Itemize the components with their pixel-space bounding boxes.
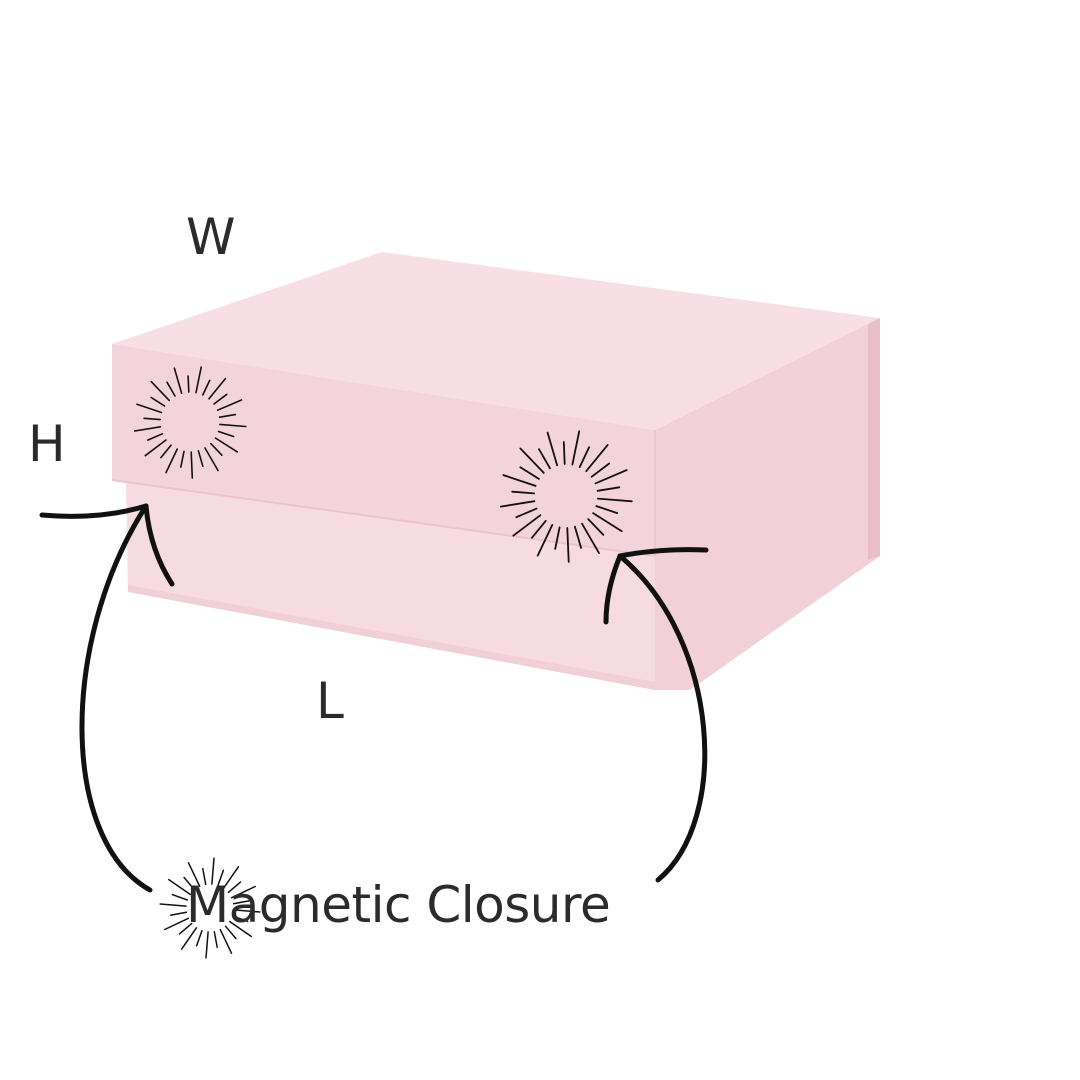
sunburst-ray (211, 857, 215, 885)
sunburst-ray (566, 527, 570, 563)
sunburst-ray (500, 500, 536, 508)
sunburst-ray (208, 377, 227, 400)
sunburst-ray (209, 442, 223, 457)
sunburst-ray (146, 433, 164, 441)
sunburst-ray (219, 423, 247, 428)
sunburst-ray (519, 447, 545, 474)
sunburst-ray (536, 523, 554, 557)
sunburst-ray (216, 399, 243, 411)
sunburst-ray (144, 439, 167, 457)
sunburst-ray (219, 928, 233, 954)
sunburst-ray (217, 869, 225, 887)
sunburst-ray (233, 909, 261, 913)
sunburst-ray (502, 474, 537, 487)
sunburst-ray (546, 431, 559, 467)
sunburst-ray (573, 525, 583, 549)
sunburst-ray (187, 862, 201, 888)
sunburst-ray (164, 917, 190, 931)
box-lid-top (112, 252, 880, 430)
sunburst-ray (195, 366, 202, 394)
sunburst-ray (596, 497, 633, 503)
sunburst-ray (519, 466, 540, 480)
sunburst-ray (515, 507, 538, 519)
magnetic-closure-caption: Magnetic Closure (186, 876, 611, 934)
sunburst-ray (168, 878, 191, 896)
sunburst-icon (159, 857, 261, 959)
sunburst-ray (511, 490, 536, 495)
gift-box (111, 252, 880, 690)
sunburst-ray (160, 444, 172, 459)
length-label: L (316, 672, 344, 730)
sunburst-ray (590, 462, 611, 478)
sunburst-ray (581, 522, 600, 554)
sunburst-ray (169, 911, 188, 916)
sunburst-ray (229, 920, 252, 938)
sunburst-ray (596, 486, 621, 492)
sunburst-ray (173, 367, 183, 395)
sunburst-ray (595, 505, 619, 515)
arrow-icon (603, 547, 709, 883)
sunburst-ray (512, 514, 542, 537)
box-base-front (126, 482, 655, 690)
sunburst-ray (187, 375, 190, 393)
sunburst-ray (538, 448, 551, 470)
sunburst-ray (224, 925, 237, 940)
width-label: W (186, 208, 236, 266)
arrow-icon (39, 503, 175, 893)
sunburst-ray (594, 469, 628, 485)
sunburst-ray (531, 519, 547, 539)
sunburst-ray (171, 893, 189, 901)
sunburst-ray (592, 512, 623, 533)
sunburst-ray (159, 903, 187, 907)
box-side-panel (655, 318, 880, 690)
sunburst-ray (195, 929, 203, 947)
sunburst-ray (166, 381, 176, 397)
sunburst-ray (150, 396, 166, 407)
sunburst-icon (500, 430, 633, 563)
sunburst-ray (222, 866, 240, 889)
sunburst-ray (213, 930, 218, 949)
sunburst-ray (165, 448, 178, 474)
sunburst-ray (587, 518, 605, 536)
sunburst-ray (183, 876, 196, 891)
sunburst-ray (585, 444, 609, 473)
height-label: H (28, 415, 66, 473)
sunburst-ray (190, 451, 194, 479)
sunburst-ray (214, 437, 239, 453)
box-side-edge (868, 318, 880, 560)
sunburst-ray (150, 380, 171, 402)
sunburst-ray (554, 526, 561, 550)
sunburst-ray (217, 430, 235, 438)
sunburst-ray (562, 441, 566, 465)
sunburst-ray (571, 430, 581, 466)
box-base-shadow (128, 585, 655, 690)
sunburst-ray (227, 881, 242, 894)
sunburst-ray (202, 867, 207, 886)
sunburst-ray (197, 449, 204, 468)
sunburst-ray (180, 927, 198, 950)
sunburst-ray (578, 446, 591, 469)
box-lid-edge (111, 479, 656, 557)
sunburst-ray (213, 393, 228, 405)
sunburst-ray (204, 447, 219, 472)
sunburst-ray (143, 417, 161, 421)
sunburst-ray (232, 900, 251, 905)
sunburst-ray (231, 915, 249, 923)
sunburst-ray (136, 403, 163, 414)
sunburst-ray (133, 426, 162, 432)
sunburst-ray (202, 379, 211, 396)
sunburst-ray (218, 413, 237, 418)
sunburst-ray (178, 922, 193, 935)
sunburst-icon (133, 366, 247, 479)
sunburst-ray (230, 885, 256, 899)
sunburst-ray (180, 450, 185, 468)
sunburst-ray (205, 931, 209, 959)
